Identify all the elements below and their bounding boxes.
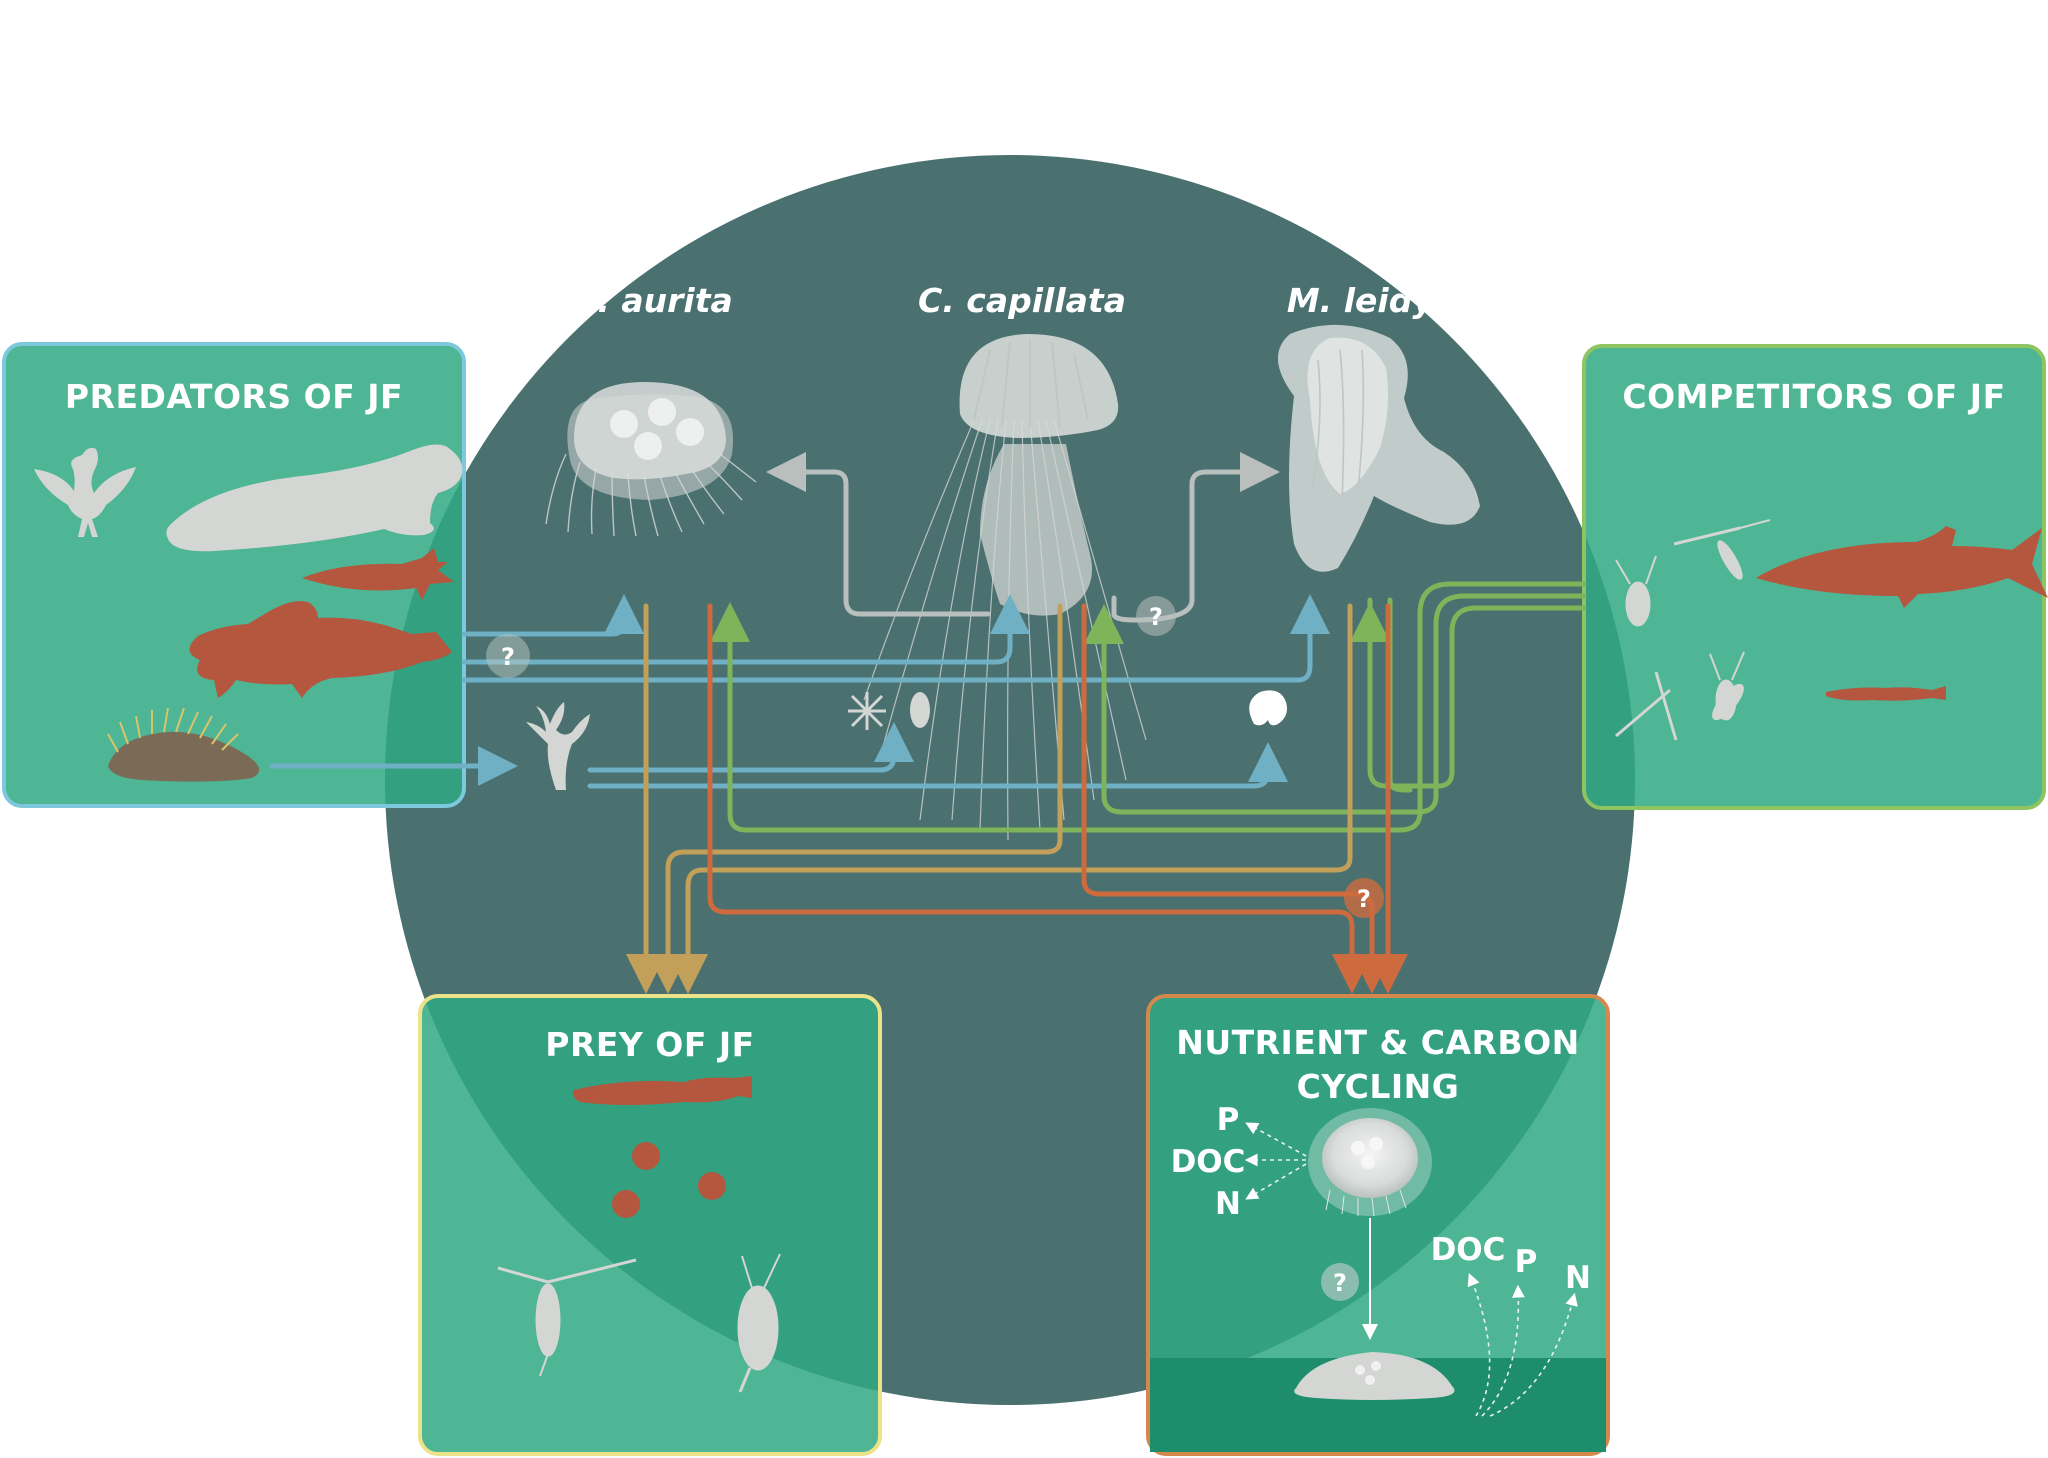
cycling-uncertainty-marker xyxy=(1344,878,1384,918)
cydippid-icon xyxy=(1249,690,1287,726)
interaction-arrows xyxy=(269,452,1587,994)
predators-box: PREDATORS OF JF xyxy=(2,342,466,808)
seal-icon xyxy=(166,444,463,552)
ephyra-icon xyxy=(848,692,886,730)
predator-uncertainty-text: ? xyxy=(501,643,515,671)
nutrient-title-line2: CYCLING xyxy=(1297,1067,1460,1106)
predators-title: PREDATORS OF JF xyxy=(65,377,403,416)
decaying-jelly-icon xyxy=(1308,1108,1432,1217)
herring-icon xyxy=(302,548,454,600)
a-aurita-icon xyxy=(545,382,757,537)
capillata-predation-uncertainty-marker xyxy=(1136,596,1176,636)
prey-copepod-icon xyxy=(497,1258,637,1377)
sinking-uncertainty-marker xyxy=(1321,1263,1359,1301)
capillata-predation-uncertainty-text: ? xyxy=(1149,603,1163,631)
species-a-aurita-label: A. aurita xyxy=(568,281,733,320)
competitors-box: COMPETITORS OF JF xyxy=(1582,344,2048,810)
settled-jelly-icon xyxy=(1294,1352,1455,1400)
planula-icon xyxy=(910,692,930,728)
competitor-fish-icon xyxy=(1756,526,2048,608)
prey-box: PREY OF JF xyxy=(418,994,882,1456)
nutrient-title-line1: NUTRIENT & CARBON xyxy=(1176,1023,1580,1062)
cormorant-icon xyxy=(34,447,136,537)
species-m-leidyi-label: M. leidyi xyxy=(1287,281,1446,320)
sinking-uncertainty-text: ? xyxy=(1333,1269,1347,1297)
uncertainty-markers: ? ? ? xyxy=(486,596,1384,918)
release-arrows xyxy=(1244,1122,1307,1200)
competitors-title: COMPETITORS OF JF xyxy=(1622,377,2005,416)
c-capillata-icon xyxy=(863,334,1147,841)
release-n-label: N xyxy=(1215,1186,1241,1222)
m-leidyi-icon xyxy=(1277,324,1480,572)
prey-cladoceran-icon xyxy=(737,1253,781,1393)
prey-larva-icon xyxy=(572,1076,752,1105)
cod-icon xyxy=(189,601,452,698)
sediment-doc-label: DOC xyxy=(1431,1232,1506,1268)
polyp-icon xyxy=(526,702,590,790)
release-p-label: P xyxy=(1217,1102,1240,1138)
sediment-release-arrows xyxy=(1467,1273,1578,1417)
nutrient-box: NUTRIENT & CARBON CYCLING P DOC N ? xyxy=(1146,994,1610,1456)
fish-eggs-icon xyxy=(612,1142,726,1218)
species-c-capillata-label: C. capillata xyxy=(918,281,1126,320)
zooplankton-icon xyxy=(1615,519,1771,741)
sediment-p-label: P xyxy=(1515,1244,1538,1280)
cycling-uncertainty-text: ? xyxy=(1357,885,1371,913)
sediment-n-label: N xyxy=(1565,1260,1591,1296)
predator-uncertainty-marker xyxy=(486,634,530,678)
prey-title: PREY OF JF xyxy=(545,1025,754,1064)
nudibranch-icon xyxy=(107,707,260,782)
competitor-larva-icon xyxy=(1826,686,1946,701)
release-doc-label: DOC xyxy=(1171,1144,1246,1180)
